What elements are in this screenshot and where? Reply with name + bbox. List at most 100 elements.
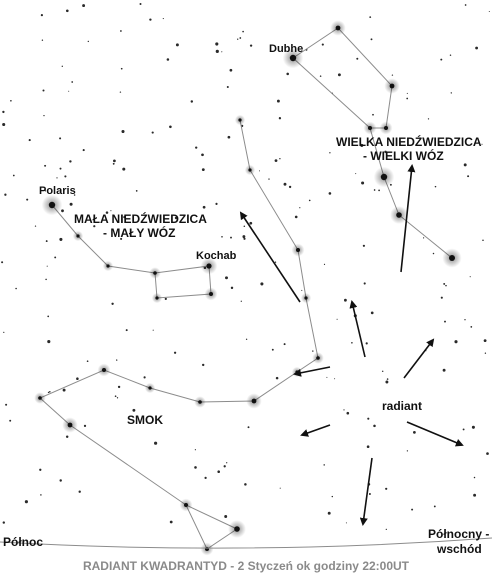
- field-star: [112, 162, 115, 165]
- bright-star: [106, 264, 110, 268]
- field-star: [385, 528, 387, 531]
- bright-star: [153, 271, 157, 275]
- field-star: [343, 409, 345, 411]
- bright-star: [198, 400, 202, 404]
- field-star: [26, 198, 29, 201]
- draco-label: SMOK: [127, 413, 163, 427]
- field-star: [122, 167, 126, 171]
- field-star: [345, 522, 347, 524]
- field-star: [4, 193, 7, 196]
- field-star: [368, 493, 371, 495]
- field-star: [440, 58, 443, 61]
- field-star: [245, 338, 248, 340]
- field-star: [433, 505, 436, 508]
- bright-stars: [34, 20, 462, 556]
- meteor-arrow-down: [359, 457, 373, 526]
- field-star: [69, 202, 73, 206]
- bright-star: [206, 263, 212, 269]
- bright-star: [389, 83, 395, 89]
- field-star: [110, 210, 112, 212]
- field-star: [356, 57, 359, 60]
- bright-star: [184, 503, 188, 507]
- bright-star: [205, 547, 209, 551]
- constellation-lines: [39, 27, 453, 550]
- field-star: [329, 152, 331, 154]
- field-star: [201, 363, 205, 367]
- field-star: [469, 276, 471, 278]
- field-star: [45, 278, 47, 281]
- bright-star: [38, 396, 42, 400]
- field-star: [143, 376, 146, 379]
- field-star: [71, 81, 74, 83]
- field-star: [120, 67, 123, 70]
- field-star: [475, 46, 479, 50]
- field-star: [65, 9, 69, 13]
- field-star: [120, 30, 122, 32]
- field-star: [169, 125, 172, 129]
- field-star: [47, 340, 51, 344]
- bright-star: [449, 255, 455, 261]
- field-star: [44, 164, 47, 167]
- field-star: [449, 54, 452, 56]
- field-star: [385, 487, 388, 490]
- field-star: [46, 265, 48, 267]
- meteor-arrow-ursa-major: [400, 164, 416, 273]
- bright-star: [248, 168, 252, 172]
- ursa-minor-label-line1: MAŁA NIEDŹWIEDZICA: [74, 211, 207, 226]
- field-star: [286, 72, 289, 76]
- field-star: [365, 342, 368, 345]
- field-star: [221, 51, 223, 53]
- field-star: [244, 483, 247, 486]
- field-star: [301, 289, 303, 291]
- field-star: [61, 209, 64, 213]
- field-star: [227, 135, 231, 139]
- meteor-arrow-left-up: [293, 366, 331, 377]
- field-star: [221, 236, 223, 238]
- field-star: [413, 431, 416, 434]
- ursa-major-handle: [369, 127, 453, 259]
- field-star: [116, 397, 119, 399]
- field-star: [386, 378, 389, 380]
- field-star: [243, 225, 246, 228]
- field-star: [334, 378, 336, 380]
- bright-star: [67, 422, 73, 428]
- field-star: [462, 428, 465, 431]
- field-star: [423, 237, 425, 239]
- field-star: [323, 464, 325, 466]
- field-star: [190, 100, 194, 103]
- field-star: [64, 175, 67, 178]
- field-star: [406, 450, 409, 452]
- field-star: [139, 3, 142, 5]
- field-star: [49, 391, 51, 393]
- field-star: [215, 202, 218, 205]
- horizon-label-northeast-line2: wschód: [436, 542, 482, 556]
- field-star: [279, 158, 281, 160]
- field-star: [411, 508, 414, 511]
- draco-lines: [39, 119, 319, 550]
- field-star: [323, 263, 326, 265]
- field-star: [117, 385, 121, 389]
- field-star: [59, 479, 62, 482]
- field-star: [86, 360, 89, 363]
- field-star: [56, 177, 58, 179]
- bright-star: [368, 126, 372, 130]
- field-star: [204, 476, 207, 480]
- ursa-minor-lines: [51, 204, 212, 299]
- field-star: [201, 153, 204, 157]
- field-star: [175, 43, 179, 47]
- field-star: [366, 445, 370, 449]
- field-star: [174, 216, 178, 220]
- field-star: [372, 113, 374, 116]
- field-star: [47, 315, 50, 318]
- field-star: [78, 490, 81, 493]
- field-star: [361, 181, 365, 185]
- bright-star: [76, 234, 80, 238]
- field-star: [337, 73, 341, 77]
- field-star: [40, 494, 42, 496]
- field-star: [370, 38, 373, 41]
- field-star: [114, 395, 117, 398]
- field-star: [39, 468, 42, 471]
- field-star: [195, 146, 198, 149]
- field-star: [464, 319, 466, 321]
